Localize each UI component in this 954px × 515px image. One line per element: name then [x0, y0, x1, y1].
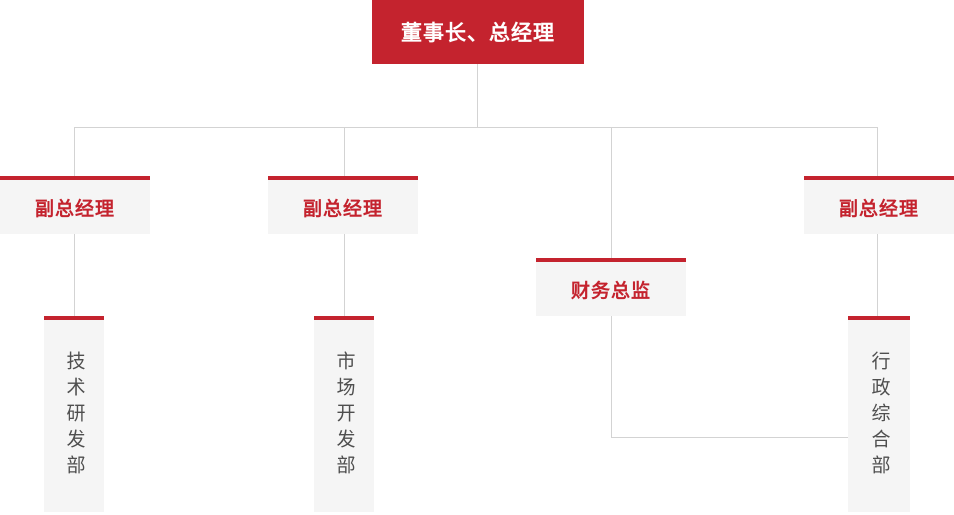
- connector-trunk-horizontal: [74, 127, 878, 128]
- node-tech-rd-department: 技术研发部: [44, 316, 104, 512]
- connector-cfo-to-admin-dept: [611, 437, 848, 438]
- node-deputy-general-manager-1: 副总经理: [0, 176, 150, 234]
- connector-manager3-dept: [877, 234, 878, 316]
- connector-drop-manager-2: [344, 128, 345, 176]
- node-label: 市场开发部: [333, 351, 355, 481]
- node-label: 董事长、总经理: [401, 22, 555, 45]
- node-admin-general-department: 行政综合部: [848, 316, 910, 512]
- node-market-development-department: 市场开发部: [314, 316, 374, 512]
- connector-manager1-dept: [74, 234, 75, 316]
- node-financial-director: 财务总监: [536, 258, 686, 316]
- connector-cfo-down: [611, 316, 612, 437]
- node-label: 技术研发部: [63, 351, 85, 481]
- node-label: 副总经理: [302, 198, 383, 220]
- connector-manager2-dept: [344, 234, 345, 316]
- connector-root-drop: [477, 64, 478, 127]
- node-deputy-general-manager-2: 副总经理: [268, 176, 418, 234]
- node-chairman-general-manager: 董事长、总经理: [372, 0, 584, 64]
- connector-drop-cfo: [611, 128, 612, 258]
- connector-drop-manager-3: [877, 128, 878, 176]
- node-label: 副总经理: [34, 198, 115, 220]
- node-label: 行政综合部: [868, 351, 890, 481]
- connector-drop-manager-1: [74, 128, 75, 176]
- node-label: 副总经理: [838, 198, 919, 220]
- node-deputy-general-manager-3: 副总经理: [804, 176, 954, 234]
- node-label: 财务总监: [570, 280, 651, 302]
